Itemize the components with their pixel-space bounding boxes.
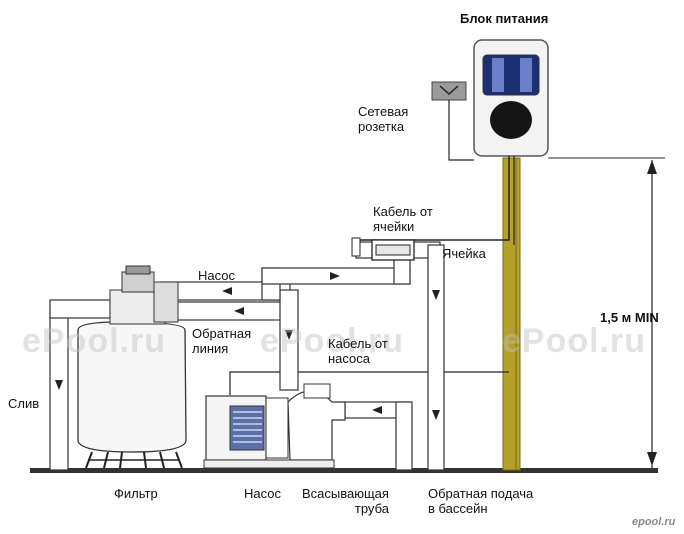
label-pump-cable: Кабель от насоса (328, 336, 388, 366)
site-logo: epool.ru (632, 516, 676, 528)
piping (49, 241, 445, 471)
power-socket (431, 81, 467, 101)
label-filter: Фильтр (114, 486, 158, 501)
watermark-2: ePool.ru (260, 322, 405, 360)
label-drain: Слив (8, 396, 40, 411)
label-suction-pipe: Всасывающая труба (302, 486, 389, 516)
support-pole (502, 157, 521, 471)
label-height: 1,5 м MIN (600, 310, 659, 325)
label-pump-bottom: Насос (244, 486, 281, 501)
label-return-line: Обратная линия (192, 326, 252, 356)
label-cell-cable: Кабель от ячейки (373, 204, 433, 234)
power-unit (473, 39, 549, 157)
watermark-3: ePool.ru (502, 322, 647, 360)
electrolysis-cell (351, 237, 415, 261)
ground-line (30, 468, 658, 473)
pump (203, 383, 346, 469)
label-cell: Ячейка (442, 246, 486, 261)
watermark-1: ePool.ru (22, 322, 167, 360)
sand-filter (77, 265, 187, 469)
label-return-pool: Обратная подача в бассейн (428, 486, 534, 516)
label-power-unit: Блок питания (460, 11, 549, 26)
label-socket: Сетевая розетка (358, 104, 409, 134)
flow-arrows (55, 272, 440, 420)
label-pump-top: Насос (198, 268, 235, 283)
